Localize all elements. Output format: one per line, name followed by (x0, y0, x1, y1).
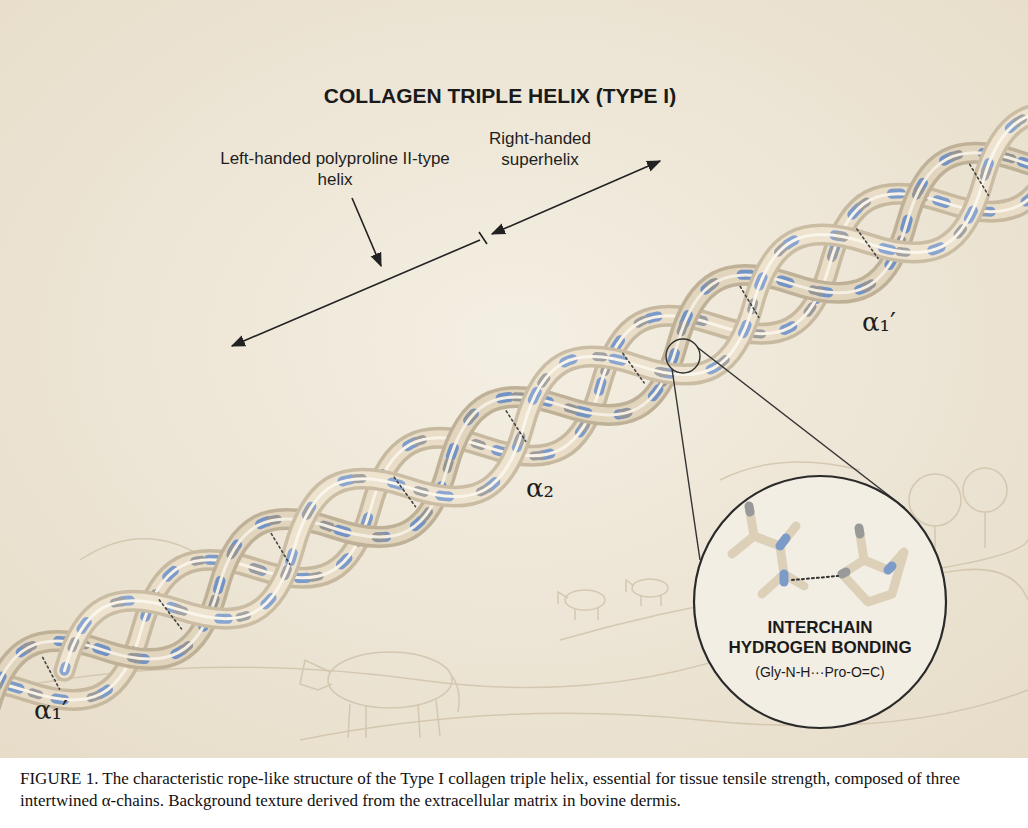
chain-label: α₂ (526, 472, 586, 505)
zoom-inset-circle: INTERCHAIN HYDROGEN BONDING (Gly-N-H···Pr… (692, 474, 948, 730)
chain-label: α₁′ (34, 694, 94, 727)
inset-heading: INTERCHAIN HYDROGEN BONDING (725, 618, 915, 659)
inset-formula: (Gly-N-H···Pro-O=C) (725, 664, 915, 681)
chain-label: α₁′ (862, 306, 922, 339)
inset-outline (692, 474, 948, 730)
figure-title: COLLAGEN TRIPLE HELIX (TYPE I) (200, 84, 800, 108)
figure-caption: FIGURE 1. The characteristic rope-like s… (20, 768, 1010, 812)
helix-label: Left-handed polyproline II-type helix (220, 148, 450, 191)
helix-label: Right-handed superhelix (470, 128, 610, 171)
